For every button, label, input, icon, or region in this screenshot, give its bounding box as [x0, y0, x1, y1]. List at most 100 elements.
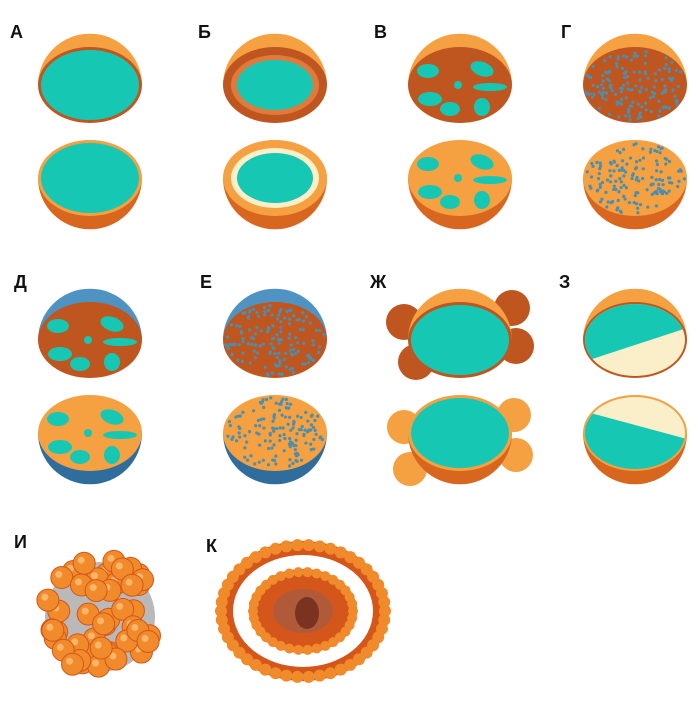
dispersed-dot: [655, 178, 658, 181]
bead-highlight: [78, 557, 85, 564]
dispersed-dot: [586, 73, 589, 76]
bead-highlight: [126, 579, 133, 586]
dispersed-dot: [605, 205, 608, 208]
dispersed-dot: [235, 439, 238, 442]
dispersed-dot: [278, 372, 281, 375]
bead-highlight: [107, 555, 114, 562]
dispersed-dot: [259, 344, 262, 347]
bead-highlight: [66, 658, 73, 665]
dispersed-dot: [249, 361, 252, 364]
dispersed-dot: [598, 91, 601, 94]
dispersed-dot: [313, 419, 316, 422]
dispersed-dot: [226, 336, 229, 339]
dispersed-dot: [316, 414, 319, 417]
core-top: [41, 50, 139, 120]
dispersed-dot: [655, 150, 658, 153]
dispersed-dot: [257, 315, 260, 318]
dispersed-dot: [227, 347, 230, 350]
dispersed-dot: [229, 424, 232, 427]
dispersed-dot: [641, 147, 644, 150]
dispersed-dot: [628, 114, 631, 117]
dispersed-dot: [658, 151, 661, 154]
panel-label-zh: Ж: [370, 272, 386, 293]
dispersed-dot: [622, 174, 625, 177]
dispersed-dot: [664, 88, 667, 91]
dispersed-dot: [615, 65, 618, 68]
dispersed-dot: [592, 93, 595, 96]
dispersed-dot: [259, 401, 262, 404]
dispersed-dot: [322, 333, 325, 336]
dispersed-dot: [231, 435, 234, 438]
dispersed-dot: [636, 55, 639, 58]
dispersed-dot: [305, 315, 308, 318]
dispersed-dot: [598, 172, 601, 175]
dispersed-dot: [278, 342, 281, 345]
dispersed-dot: [309, 428, 312, 431]
dispersed-dot: [224, 343, 227, 346]
dispersed-dot: [274, 462, 277, 465]
dispersed-dot: [677, 85, 680, 88]
dispersed-dot: [604, 191, 607, 194]
dispersed-dot: [289, 429, 292, 432]
domain-island: [454, 174, 462, 182]
dispersed-dot: [295, 439, 298, 442]
dispersed-dot: [243, 311, 246, 314]
dispersed-dot: [283, 358, 286, 361]
domain-island: [440, 102, 460, 116]
domain-island: [48, 347, 72, 361]
domain-island: [418, 185, 442, 199]
dispersed-dot: [649, 151, 652, 154]
dispersed-dot: [269, 342, 272, 345]
dispersed-dot: [314, 429, 317, 432]
dispersed-dot: [238, 431, 241, 434]
dispersed-dot: [613, 185, 616, 188]
panel-vesicle: [215, 539, 391, 683]
dispersed-dot: [599, 186, 602, 189]
dispersed-dot: [645, 108, 648, 111]
dispersed-dot: [622, 184, 625, 187]
dispersed-dot: [263, 306, 266, 309]
dispersed-dot: [632, 172, 635, 175]
bead-highlight: [97, 617, 104, 624]
dispersed-dot: [254, 356, 257, 359]
dispersed-dot: [663, 67, 666, 70]
raspberry-bead: [51, 567, 73, 589]
dispersed-dot: [280, 338, 283, 341]
dispersed-dot: [249, 454, 252, 457]
dispersed-dot: [635, 176, 638, 179]
dispersed-dot: [278, 364, 281, 367]
dispersed-dot: [608, 79, 611, 82]
dispersed-dot: [233, 343, 236, 346]
bead-highlight: [41, 594, 48, 601]
dispersed-dot: [267, 327, 270, 330]
dispersed-dot: [255, 311, 258, 314]
lipid-head: [314, 540, 326, 552]
bead-highlight: [120, 634, 127, 641]
dispersed-dot: [283, 433, 286, 436]
dispersed-dot: [605, 92, 608, 95]
dispersed-dot: [296, 452, 299, 455]
dispersed-dot: [650, 176, 653, 179]
dispersed-dot: [254, 424, 257, 427]
panel-label-e: Е: [200, 272, 212, 293]
dispersed-dot: [620, 98, 623, 101]
dispersed-dot: [247, 342, 250, 345]
dispersed-dot: [311, 339, 314, 342]
dispersed-dot: [658, 109, 661, 112]
dispersed-dot: [238, 435, 241, 438]
dispersed-dot: [633, 70, 636, 73]
lipid-head: [276, 571, 286, 581]
dispersed-dot: [253, 350, 256, 353]
dispersed-dot: [625, 163, 628, 166]
dispersed-dot: [312, 438, 315, 441]
dispersed-dot: [617, 190, 620, 193]
bead-highlight: [46, 624, 53, 631]
dispersed-dot: [660, 170, 663, 173]
dispersed-dot: [236, 415, 239, 418]
raspberry-bead: [93, 613, 115, 635]
raspberry-bead: [137, 631, 159, 653]
dispersed-dot: [285, 365, 288, 368]
dispersed-dot: [263, 310, 266, 313]
dispersed-dot: [285, 406, 288, 409]
dispersed-dot: [601, 181, 604, 184]
